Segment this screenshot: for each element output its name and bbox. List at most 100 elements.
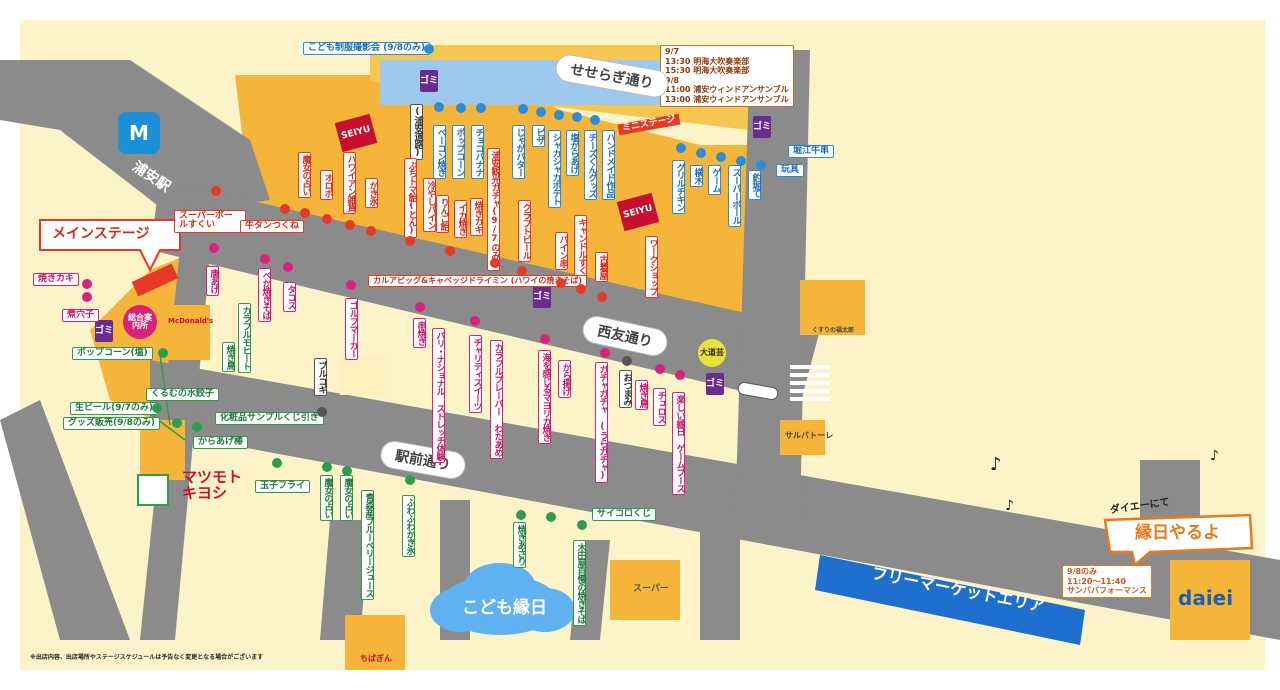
footnote: ※出店内容、出店場所やステージスケジュールは予告なく変更となる場合がございます xyxy=(30,654,264,661)
stall-pink[interactable]: 楽しい縁日 ゲームブース xyxy=(672,392,686,495)
stall-blue[interactable]: チーズくんグッズ xyxy=(584,130,598,200)
stall-dot xyxy=(345,220,355,230)
stall-green-v[interactable]: 焼き鳥 xyxy=(222,342,236,372)
stall-blue[interactable]: ゲーム xyxy=(708,165,722,195)
stall-blue[interactable]: ハンドメイド作品 xyxy=(602,130,616,200)
stall-pink[interactable]: 焼き鳥 xyxy=(635,380,649,410)
stall-red[interactable]: イカ焼き xyxy=(454,200,468,238)
daiei-schedule: 9/8のみ 11:20〜11:40 サンババフォーマンス xyxy=(1062,565,1152,598)
stall-red[interactable]: ワークショップ xyxy=(645,236,659,298)
stall-green[interactable]: 化粧品サンプルくじ引き xyxy=(215,412,324,426)
stall-dot xyxy=(676,143,686,153)
stall-green-v[interactable]: ふわふわかき氷 xyxy=(402,495,416,557)
stall-dot xyxy=(346,280,356,290)
stall-green-v[interactable]: カラフルモヒート xyxy=(238,303,252,373)
stall-pink[interactable]: ゴルフマーカー xyxy=(345,298,359,360)
kodomo-ennichi: こども縁日 xyxy=(462,598,547,618)
stall-pink[interactable]: ベか焼きそば xyxy=(258,268,272,322)
stall-pink[interactable]: ガチャガチャ (うらガチャ) xyxy=(595,362,609,483)
stall-green[interactable]: サイコロくじ xyxy=(592,508,657,522)
stall-red[interactable]: パイン串 xyxy=(555,232,569,270)
stall-pink[interactable]: 串焼き xyxy=(413,318,427,348)
super-label: スーパー xyxy=(633,584,669,594)
stall-red[interactable]: クラフトビール xyxy=(518,200,532,262)
stall-blue[interactable]: チョコバナナ xyxy=(471,125,485,179)
stall-green-v[interactable]: 青森産ブルーベリージュース xyxy=(361,490,375,600)
stall-pink[interactable]: バリ・ナショナル ストレッチ体験 xyxy=(432,328,446,463)
stall-red[interactable]: 魔女の占い xyxy=(298,152,312,198)
stall-blue[interactable]: 塩からあげ xyxy=(566,130,580,176)
stage-schedule: 9/7 13:30 明海大吹奏楽部 15:30 明海大吹奏楽部 9/8 11:0… xyxy=(660,45,794,107)
stall-kodomo-photo[interactable]: こども制服撮影会 (9/8のみ) xyxy=(303,42,431,56)
daiei-logo: daiei xyxy=(1178,586,1234,610)
stall-green-v[interactable]: 焼きあさり xyxy=(513,522,527,568)
stall-red[interactable]: 冷やしパイン xyxy=(423,178,437,232)
stall-red[interactable]: りんご飴 xyxy=(436,195,450,233)
stall-blue[interactable]: ポップコーン xyxy=(452,125,466,179)
stage-sched-line: 13:30 明海大吹奏楽部 xyxy=(665,56,750,66)
daiei-sched-line: 9/8のみ xyxy=(1067,567,1098,576)
stall-dot xyxy=(600,348,610,358)
stall-pink[interactable]: から揚げ xyxy=(558,360,572,398)
info-center-label[interactable]: 総合案内所 xyxy=(128,313,152,331)
stall-green[interactable]: くるむの水餃子 xyxy=(146,388,219,402)
stall-dot xyxy=(554,110,564,120)
stall-green-v[interactable]: 魔女の占い xyxy=(320,475,334,521)
stall-blue[interactable]: 横木 xyxy=(690,165,704,187)
chibagin-label: ちばぎん xyxy=(360,654,392,663)
stall-pink[interactable]: チュロス xyxy=(653,388,667,426)
stall-red[interactable]: オロポ xyxy=(320,170,334,200)
stall-blue[interactable]: シャカシャカポテト xyxy=(548,130,562,208)
stall-karubi[interactable]: カルアピッグ&キャベッジドライミン (ハワイの焼きそば) xyxy=(368,275,588,288)
stall-yakikaki-left[interactable]: 焼きカキ xyxy=(33,273,80,287)
stall-bulgogi[interactable]: ブルコギ xyxy=(314,358,328,396)
stall-dot xyxy=(434,102,444,112)
stage-sched-line: 9/8 xyxy=(665,75,680,85)
stall-green[interactable]: 玉子フライ xyxy=(255,480,311,494)
daidogei-circle xyxy=(698,339,726,367)
stall-dot xyxy=(655,364,665,374)
stall-red[interactable]: 古着屋 xyxy=(595,252,609,282)
stall-dot xyxy=(736,156,746,166)
stall-red[interactable]: ぷちトマ飴(とん) xyxy=(404,158,418,238)
stall-pink[interactable]: チャリティスイーツ xyxy=(469,335,483,413)
stall-green-v[interactable]: 魔女の占い xyxy=(340,475,354,521)
stall-gangu[interactable]: 玩具 xyxy=(776,164,805,178)
stall-pink[interactable]: カラフルプレーパー わたあめ xyxy=(490,340,504,459)
stall-dot xyxy=(716,152,726,162)
stall-green[interactable]: 生ビール(9/7のみ) xyxy=(70,402,159,416)
stall-pink[interactable]: 唐あげ xyxy=(206,266,220,296)
stall-pink[interactable]: 海を感じるマヨリカ焼き xyxy=(538,350,552,444)
stall-dot xyxy=(172,418,182,428)
stall-red[interactable]: ハワイアン雑貨 xyxy=(343,152,357,214)
stall-dot xyxy=(572,112,582,122)
stall-red[interactable]: かき氷 xyxy=(365,178,379,208)
stall-dot xyxy=(536,107,546,117)
stall-green[interactable]: からあげ棒 xyxy=(193,436,249,450)
stall-green[interactable]: グッズ販売(9/8のみ) xyxy=(63,417,161,431)
stall-anago[interactable]: 煮穴子 xyxy=(62,309,100,323)
stall-blue[interactable]: ベーコン焼き xyxy=(433,125,447,179)
stall-green[interactable]: ポップコーン(塩) xyxy=(72,347,153,361)
stall-pink[interactable]: タコス xyxy=(283,282,297,312)
stall-blue[interactable]: グリルチキン xyxy=(672,160,686,214)
stall-gyutan[interactable]: 牛タンつくね xyxy=(240,220,305,234)
svg-text:M: M xyxy=(129,121,149,145)
stall-red[interactable]: キャンドルすくい xyxy=(574,215,588,285)
stall-green-v[interactable]: 木田屋自慢の焼きそば xyxy=(573,540,587,626)
stall-blue[interactable]: スーパーボール xyxy=(728,165,742,227)
stage-sched-line: 13:00 浦安ウィンドアンサンブル xyxy=(665,94,789,104)
main-stage-title[interactable]: メインステージ xyxy=(52,226,150,242)
gomi-icon: ゴミ xyxy=(420,70,438,92)
stall-superball[interactable]: スーパーボールすくい xyxy=(174,210,246,233)
stall-otsumami[interactable]: おつまみ xyxy=(619,370,633,408)
stall-blue[interactable]: ピザ xyxy=(532,125,546,147)
stall-red[interactable]: 焼きカキ xyxy=(470,198,484,236)
stall-dot xyxy=(260,254,270,264)
stall-blue[interactable]: 釣堀て xyxy=(748,170,762,200)
stall-dot xyxy=(518,104,528,114)
stall-blue[interactable]: じゃがバター xyxy=(512,125,526,179)
stall-horie[interactable]: 堀江牛串 xyxy=(788,145,835,159)
stall-red[interactable]: 浦安観光ガチャ(9/7のみ) xyxy=(487,148,501,271)
kusuri-label: くすりの福太郎 xyxy=(812,327,855,334)
